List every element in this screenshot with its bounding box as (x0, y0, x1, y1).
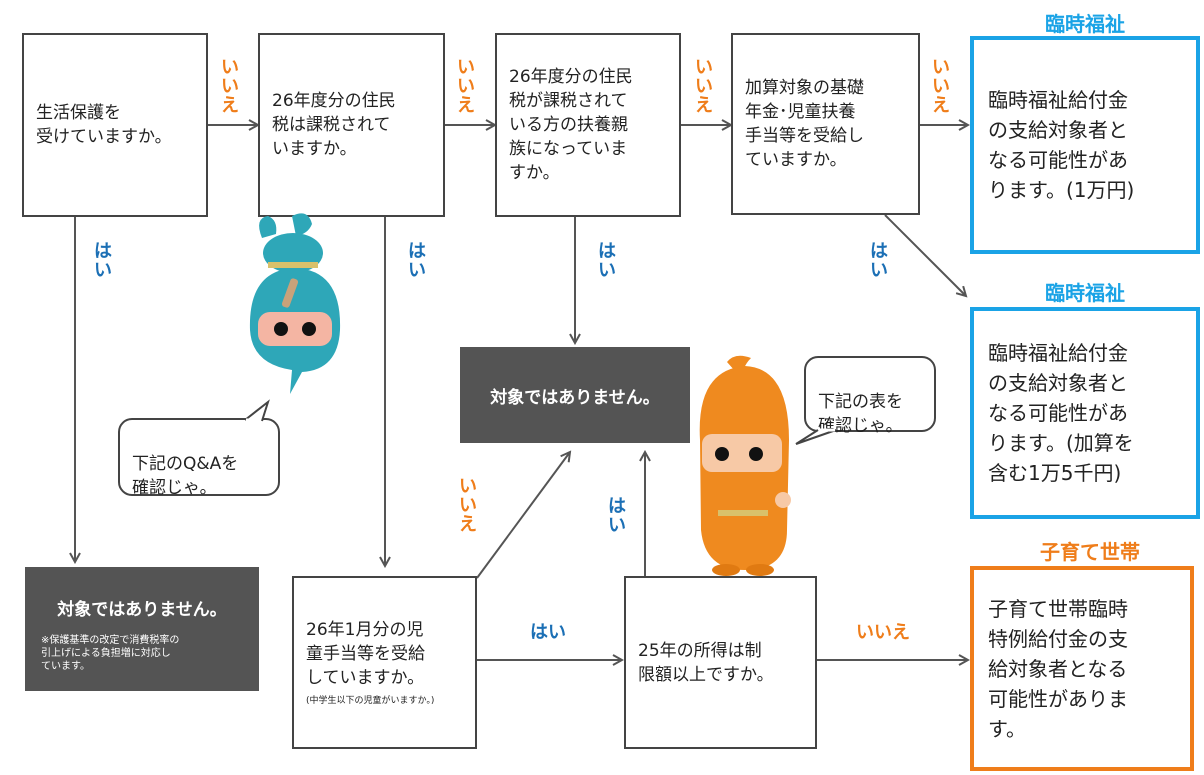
result-welfare-1-header: 臨時福祉 (1045, 12, 1125, 36)
question-income-text: 25年の所得は制 限額以上ですか。 (638, 640, 774, 685)
question-income: 25年の所得は制 限額以上ですか。 (624, 576, 817, 749)
speech-bubble-left: 下記のQ&Aを 確認じゃ。 (118, 418, 280, 498)
label-yes-q1: は い (94, 241, 112, 281)
label-yes-q5: はい (530, 622, 566, 643)
result-child-header: 子育て世帯 (1040, 540, 1140, 564)
speech-bubble-right: 下記の表を 確認じゃ。 (804, 356, 936, 436)
question-child-allowance-text: 26年1月分の児 童手当等を受給 していますか。 (306, 619, 425, 688)
speech-bubble-left-text: 下記のQ&Aを 確認じゃ。 (132, 454, 239, 498)
question-pension-text: 加算対象の基礎 年金･児童扶養 手当等を受給し ていますか。 (745, 78, 864, 170)
question-resident-tax-text: 26年度分の住民 税は課税されて いますか。 (272, 91, 396, 159)
question-pension: 加算対象の基礎 年金･児童扶養 手当等を受給し ていますか。 (731, 33, 920, 215)
question-welfare: 生活保護を 受けていますか。 (22, 33, 208, 217)
label-yes-q3: は い (598, 241, 616, 281)
not-eligible-left-text: 対象ではありません。 (57, 600, 227, 620)
not-eligible-left: 対象ではありません。 ※保護基準の改定で消費税率の 引上げによる負担増に対応し … (25, 567, 259, 691)
not-eligible-left-note: ※保護基準の改定で消費税率の 引上げによる負担増に対応し ています。 (41, 635, 180, 672)
result-welfare-2: 臨時福祉給付金 の支給対象者と なる可能性があ ります。(加算を 含む1万5千円… (970, 307, 1200, 519)
result-welfare-2-header: 臨時福祉 (1045, 281, 1125, 305)
result-child-text: 子育て世帯臨時 特例給付金の支 給対象者となる 可能性がありま す。 (988, 596, 1128, 741)
question-child-allowance-note: (中学生以下の児童がいますか。) (306, 695, 435, 706)
label-yes-q6: は い (608, 496, 626, 536)
question-resident-tax: 26年度分の住民 税は課税されて いますか。 (258, 33, 445, 217)
not-eligible-center: 対象ではありません。 (460, 347, 690, 443)
label-no-q1: い い え (221, 57, 239, 116)
label-yes-q4: は い (870, 241, 888, 281)
result-welfare-2-text: 臨時福祉給付金 の支給対象者と なる可能性があ ります。(加算を 含む1万5千円… (988, 341, 1134, 485)
label-no-q6: いいえ (856, 622, 910, 643)
speech-bubble-right-text: 下記の表を 確認じゃ。 (818, 392, 903, 436)
question-welfare-text: 生活保護を 受けていますか。 (36, 103, 172, 147)
arrow-q5-notcenter (476, 452, 570, 579)
arrow-q4-result2 (884, 214, 966, 296)
label-no-q4: い い え (932, 57, 950, 116)
result-welfare-1-text: 臨時福祉給付金 の支給対象者と なる可能性があ ります。(1万円) (988, 88, 1135, 202)
label-yes-q2: は い (408, 241, 426, 281)
not-eligible-center-text: 対象ではありません。 (490, 387, 660, 408)
result-welfare-1: 臨時福祉給付金 の支給対象者と なる可能性があ ります。(1万円) (970, 36, 1200, 254)
question-child-allowance: 26年1月分の児 童手当等を受給 していますか。 (中学生以下の児童がいますか。… (292, 576, 477, 749)
result-child: 子育て世帯臨時 特例給付金の支 給対象者となる 可能性がありま す。 (970, 566, 1194, 771)
label-no-q2: い い え (457, 57, 475, 116)
question-dependent-text: 26年度分の住民 税が課税されて いる方の扶養親 族になっていま すか。 (509, 67, 633, 183)
question-dependent: 26年度分の住民 税が課税されて いる方の扶養親 族になっていま すか。 (495, 33, 681, 217)
label-no-q5: い い え (459, 476, 477, 535)
label-no-q3: い い え (695, 57, 713, 116)
